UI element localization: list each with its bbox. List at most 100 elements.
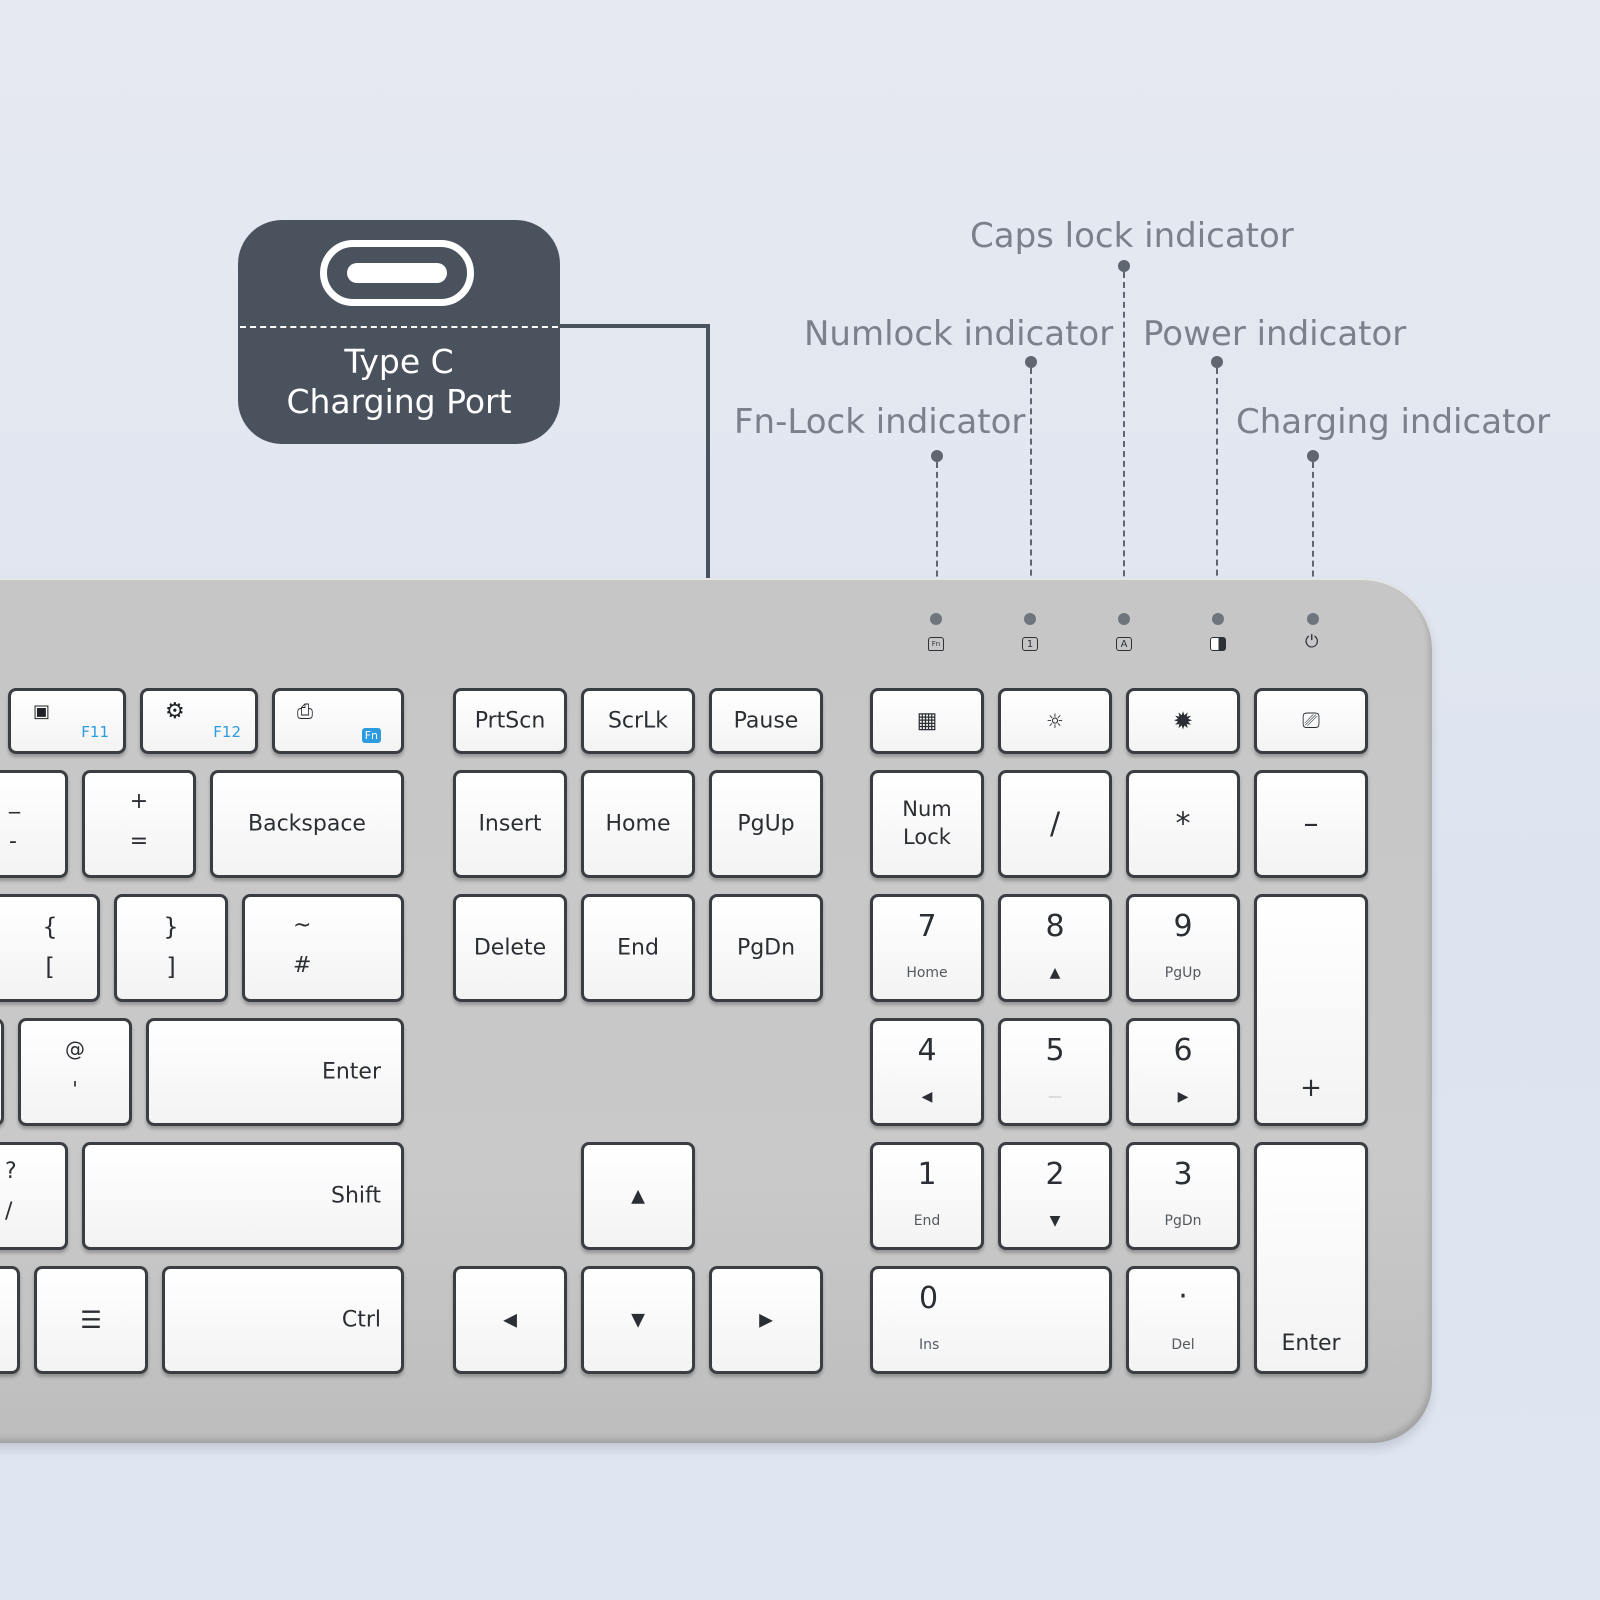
numpad-2-sub: ▼ bbox=[1049, 1213, 1061, 1229]
numpad-5-label: 5 bbox=[1045, 1033, 1065, 1068]
fn-lock-icon: Fn bbox=[361, 728, 381, 743]
brightness-up-icon: ✹ bbox=[1172, 707, 1194, 735]
arrow-right-icon: ▶ bbox=[759, 1309, 773, 1331]
caps-lock-indicator-label: Caps lock indicator bbox=[970, 216, 1294, 256]
power-leader-dot bbox=[1211, 356, 1223, 368]
screen-lock-key[interactable]: ⎚ bbox=[1254, 688, 1368, 754]
shift-key[interactable]: Shift bbox=[82, 1142, 404, 1250]
calculator-icon: ▦ bbox=[916, 708, 938, 734]
numpad-0-key[interactable]: 0 Ins bbox=[870, 1266, 1112, 1374]
numpad-2-key[interactable]: 2 ▼ bbox=[998, 1142, 1112, 1250]
scrlk-key[interactable]: ScrLk bbox=[581, 688, 695, 754]
at-key-top: @ bbox=[65, 1037, 85, 1061]
numpad-6-label: 6 bbox=[1173, 1033, 1193, 1068]
numpad-5-sub: — bbox=[1048, 1089, 1062, 1105]
calculator-key[interactable]: ▦ bbox=[870, 688, 984, 754]
numpad-8-label: 8 bbox=[1045, 909, 1065, 944]
menu-key[interactable]: ☰ bbox=[34, 1266, 148, 1374]
numpad-1-key[interactable]: 1 End bbox=[870, 1142, 984, 1250]
delete-key[interactable]: Delete bbox=[453, 894, 567, 1002]
prtscn-key[interactable]: PrtScn bbox=[453, 688, 567, 754]
pgup-label: PgUp bbox=[737, 811, 795, 837]
slash-key-bottom: / bbox=[5, 1199, 13, 1224]
numpad-3-key[interactable]: 3 PgDn bbox=[1126, 1142, 1240, 1250]
ctrl-key[interactable]: Ctrl bbox=[162, 1266, 404, 1374]
numpad-3-sub: PgDn bbox=[1164, 1213, 1202, 1229]
home-key[interactable]: Home bbox=[581, 770, 695, 878]
partial-key-row4[interactable] bbox=[0, 1018, 4, 1126]
f12-key[interactable]: ⚙ F12 bbox=[140, 688, 258, 754]
numpad-0-sub: Ins bbox=[919, 1337, 940, 1353]
numpad-9-key[interactable]: 9 PgUp bbox=[1126, 894, 1240, 1002]
slash-key[interactable]: ? / bbox=[0, 1142, 68, 1250]
arrow-down-icon: ▼ bbox=[631, 1309, 645, 1331]
arrow-up-key[interactable]: ▲ bbox=[581, 1142, 695, 1250]
hash-key[interactable]: ~ # bbox=[242, 894, 404, 1002]
numpad-4-sub: ◀ bbox=[921, 1089, 933, 1105]
arrow-up-icon: ▲ bbox=[631, 1185, 645, 1207]
numpad-1-sub: End bbox=[913, 1213, 941, 1229]
numpad-plus-key[interactable]: + bbox=[1254, 894, 1368, 1126]
pgdn-label: PgDn bbox=[736, 935, 796, 961]
delete-label: Delete bbox=[473, 935, 547, 961]
printer-icon: ⎙ bbox=[297, 699, 313, 723]
insert-key[interactable]: Insert bbox=[453, 770, 567, 878]
shift-label: Shift bbox=[330, 1183, 381, 1209]
arrow-right-key[interactable]: ▶ bbox=[709, 1266, 823, 1374]
backspace-label: Backspace bbox=[248, 811, 366, 837]
power-indicator-label: Power indicator bbox=[1143, 314, 1407, 354]
type-c-callout: Type C Charging Port bbox=[238, 220, 560, 444]
charging-indicator-label: Charging indicator bbox=[1236, 402, 1551, 442]
num-lock-key[interactable]: Num Lock bbox=[870, 770, 984, 878]
fn-lock-leader-dot bbox=[931, 450, 943, 462]
arrow-left-key[interactable]: ◀ bbox=[453, 1266, 567, 1374]
numpad-9-sub: PgUp bbox=[1164, 965, 1202, 981]
arrow-left-icon: ◀ bbox=[503, 1309, 517, 1331]
numpad-3-label: 3 bbox=[1173, 1157, 1193, 1192]
numpad-5-key[interactable]: 5 — bbox=[998, 1018, 1112, 1126]
right-bracket-key[interactable]: } ] bbox=[114, 894, 228, 1002]
partial-key-row6[interactable] bbox=[0, 1266, 20, 1374]
numpad-plus-label: + bbox=[1300, 1073, 1322, 1103]
numpad-4-key[interactable]: 4 ◀ bbox=[870, 1018, 984, 1126]
numpad-decimal-key[interactable]: · Del bbox=[1126, 1266, 1240, 1374]
brightness-down-key[interactable]: ☼ bbox=[998, 688, 1112, 754]
numpad-7-key[interactable]: 7 Home bbox=[870, 894, 984, 1002]
end-label: End bbox=[617, 935, 659, 961]
f12-label: F12 bbox=[213, 723, 241, 741]
minus-key-top: _ bbox=[9, 789, 20, 814]
f11-key[interactable]: ▣ F11 bbox=[8, 688, 126, 754]
numpad-enter-key[interactable]: Enter bbox=[1254, 1142, 1368, 1374]
numpad-enter-label: Enter bbox=[1281, 1331, 1341, 1356]
pgup-key[interactable]: PgUp bbox=[709, 770, 823, 878]
numpad-divide-key[interactable]: / bbox=[998, 770, 1112, 878]
callout-connector bbox=[560, 324, 710, 328]
minus-key-bottom: - bbox=[9, 829, 17, 854]
enter-key[interactable]: Enter bbox=[146, 1018, 404, 1126]
home-label: Home bbox=[605, 811, 671, 837]
backspace-key[interactable]: Backspace bbox=[210, 770, 404, 878]
brightness-up-key[interactable]: ✹ bbox=[1126, 688, 1240, 754]
numlock-leader-dot bbox=[1025, 356, 1037, 368]
left-bracket-key[interactable]: { [ bbox=[0, 894, 100, 1002]
minus-key[interactable]: _ - bbox=[0, 770, 68, 878]
right-bracket-bottom: ] bbox=[166, 953, 176, 981]
equals-key[interactable]: + = bbox=[82, 770, 196, 878]
print-screen-fn-key[interactable]: ⎙ Fn bbox=[272, 688, 404, 754]
pause-key[interactable]: Pause bbox=[709, 688, 823, 754]
save-icon: ▣ bbox=[33, 701, 51, 722]
hash-key-top: ~ bbox=[293, 913, 312, 938]
numpad-multiply-key[interactable]: * bbox=[1126, 770, 1240, 878]
numpad-6-key[interactable]: 6 ▶ bbox=[1126, 1018, 1240, 1126]
numpad-4-label: 4 bbox=[917, 1033, 937, 1068]
end-key[interactable]: End bbox=[581, 894, 695, 1002]
pgdn-key[interactable]: PgDn bbox=[709, 894, 823, 1002]
usb-c-port-icon bbox=[320, 240, 474, 306]
charging-leader-dot bbox=[1307, 450, 1319, 462]
callout-line1: Type C bbox=[344, 342, 454, 381]
numpad-minus-key[interactable]: – bbox=[1254, 770, 1368, 878]
numpad-8-key[interactable]: 8 ▲ bbox=[998, 894, 1112, 1002]
arrow-down-key[interactable]: ▼ bbox=[581, 1266, 695, 1374]
numpad-minus-label: – bbox=[1303, 806, 1319, 842]
at-key[interactable]: @ ' bbox=[18, 1018, 132, 1126]
